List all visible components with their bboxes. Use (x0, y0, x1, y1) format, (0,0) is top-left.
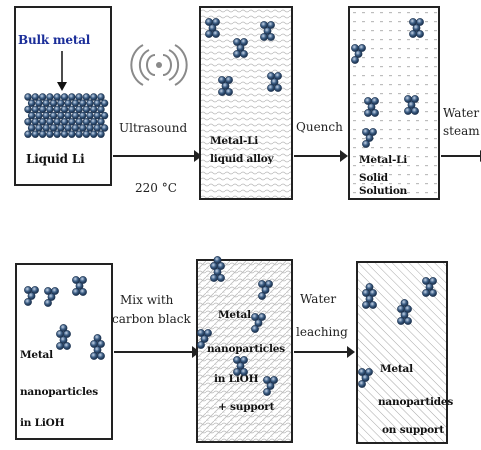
nanoparticle-cluster-icon (251, 313, 265, 332)
nanoparticle-cluster-icon (197, 329, 211, 348)
nanoparticle-cluster-icon (72, 276, 86, 295)
nanoparticle-cluster-icon (397, 299, 411, 324)
nanoparticle-cluster-icon (210, 256, 224, 281)
nanoparticle-cluster-icon (364, 97, 378, 116)
nanoparticle-cluster-icon (362, 283, 376, 308)
nanoparticle-cluster-icon (56, 324, 70, 349)
nanoparticle-cluster-icon (351, 44, 365, 63)
nanoparticle-cluster-icon (422, 277, 436, 296)
nanoparticle-cluster-icon (267, 72, 281, 91)
nanoparticle-cluster-icon (260, 21, 274, 40)
nanoparticle-cluster-icon (24, 286, 38, 305)
nanoparticle-cluster-icon (263, 376, 277, 395)
nanoparticle-cluster-icon (233, 356, 247, 375)
nanoparticle-cluster-icon (218, 76, 232, 95)
nanoparticle-cluster-icon (258, 280, 272, 299)
nanoparticle-cluster-icon (205, 18, 219, 37)
nanoparticle-cluster-icon (90, 334, 104, 359)
nanoparticle-cluster-icon (233, 38, 247, 57)
nanoparticle-cluster-icon (44, 287, 58, 306)
nanoparticle-cluster-icon (362, 128, 376, 147)
nanoparticle-cluster-icon (409, 18, 423, 37)
nanoparticle-cluster-icon (404, 95, 418, 114)
nanoparticle-cluster-icon (358, 368, 372, 387)
